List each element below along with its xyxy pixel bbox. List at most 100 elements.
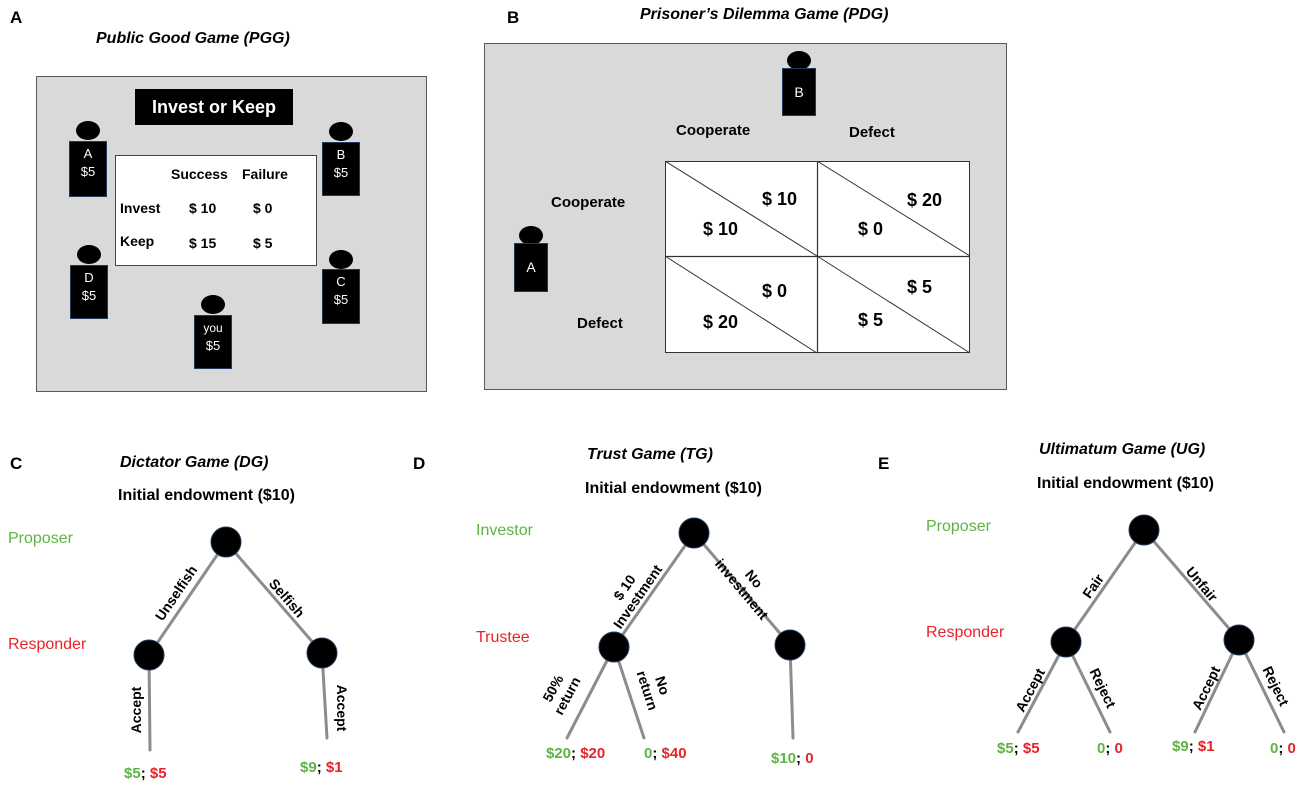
ug-payoff-4-sep: ; <box>1278 740 1288 757</box>
ug-responder-right-node <box>1223 624 1255 656</box>
player-d-figure: D $5 <box>70 265 108 319</box>
tg-payoff-1-trustee: $20 <box>580 745 606 762</box>
player-c-figure: C $5 <box>322 269 360 324</box>
cd-payoff-b: $ 20 <box>907 190 943 210</box>
ug-fair-reject-line <box>1064 640 1112 734</box>
tg-invest-line <box>612 531 696 649</box>
player-a-name: A <box>83 146 93 161</box>
tg-50-return-line <box>565 645 616 740</box>
ug-payoff-4-proposer: 0 <box>1270 740 1279 757</box>
pdg-panel: B A Cooperate Defect Cooperate Defect $ … <box>484 43 1007 390</box>
ug-payoff-2-responder: 0 <box>1114 740 1123 757</box>
ug-payoff-3-sep: ; <box>1188 738 1198 755</box>
dg-proposer-node <box>210 526 242 558</box>
ug-proposer-node <box>1128 514 1160 546</box>
tg-payoff-1-sep: ; <box>571 745 581 762</box>
invest-success-value: $ 10 <box>189 200 217 216</box>
player-you-amount: $5 <box>205 338 221 353</box>
ug-responder-label: Responder <box>926 624 1005 641</box>
player-a-pdg-name: A <box>526 259 536 275</box>
col-label-defect: Defect <box>849 124 895 141</box>
pdg-matrix <box>665 161 971 354</box>
player-you-figure: you $5 <box>194 315 232 369</box>
dg-payoff-right-proposer: $9 <box>300 759 317 776</box>
keep-success-value: $ 15 <box>189 235 217 251</box>
tg-trustee-label: Trustee <box>476 629 530 646</box>
ug-payoff-1-sep: ; <box>1013 740 1023 757</box>
ug-payoff-2: 0; 0 <box>1097 740 1123 757</box>
player-a-pdg-head <box>519 226 543 245</box>
pgg-title: Public Good Game (PGG) <box>96 30 290 47</box>
dg-accept-left-line <box>147 653 152 752</box>
player-b-pdg-figure: B <box>782 68 816 116</box>
dc-payoff-a: $ 20 <box>703 312 739 332</box>
panel-b-letter: B <box>507 8 520 27</box>
tg-investor-label: Investor <box>476 522 533 539</box>
pgg-payoff-table: Success Failure Invest $ 10 $ 0 Keep $ 1… <box>115 155 317 266</box>
dd-payoff-a: $ 5 <box>858 310 884 330</box>
row-label-cooperate: Cooperate <box>551 194 626 211</box>
ug-payoff-3: $9; $1 <box>1172 738 1215 755</box>
tg-no-return-line <box>612 645 646 740</box>
ug-title: Ultimatum Game (UG) <box>1039 441 1206 458</box>
tg-endowment: Initial endowment ($10) <box>585 480 762 497</box>
player-b-name: B <box>336 147 346 162</box>
tg-payoff-3-sep: ; <box>796 750 806 767</box>
dg-proposer-label: Proposer <box>8 530 73 547</box>
player-a-pdg-figure: A <box>514 243 548 292</box>
dd-payoff-b: $ 5 <box>907 277 933 297</box>
keep-failure-value: $ 5 <box>253 235 273 251</box>
player-a-figure: A $5 <box>69 141 107 197</box>
dg-payoff-left-sep: ; <box>140 765 150 782</box>
ug-proposer-label: Proposer <box>926 518 991 535</box>
dg-payoff-left-responder: $5 <box>149 765 167 782</box>
tg-payoff-2-trustee: $40 <box>661 745 687 762</box>
player-a-head <box>76 121 100 140</box>
ug-payoff-2-sep: ; <box>1105 740 1115 757</box>
player-you-head <box>201 295 225 314</box>
dg-branch-selfish-line <box>224 540 324 655</box>
col-success: Success <box>171 166 228 182</box>
dg-responder-label: Responder <box>8 636 87 653</box>
ug-endowment: Initial endowment ($10) <box>1037 475 1214 492</box>
ug-payoff-3-responder: $1 <box>1197 738 1215 755</box>
row-keep: Keep <box>120 233 155 249</box>
ug-payoff-1: $5; $5 <box>997 740 1040 757</box>
ug-unfair-accept-line <box>1193 638 1241 734</box>
dg-title: Dictator Game (DG) <box>120 454 269 471</box>
player-b-pdg-head <box>787 51 811 70</box>
dc-payoff-b: $ 0 <box>762 281 788 301</box>
dg-payoff-right: $9; $1 <box>300 759 343 776</box>
player-c-head <box>329 250 353 269</box>
dg-endowment: Initial endowment ($10) <box>118 487 295 504</box>
tg-trustee-node <box>598 631 630 663</box>
tg-payoff-1: $20; $20 <box>546 745 605 762</box>
tg-payoff-2-investor: 0 <box>644 745 653 762</box>
row-invest: Invest <box>120 200 161 216</box>
tg-investor-node <box>678 517 710 549</box>
col-label-cooperate: Cooperate <box>676 122 751 139</box>
player-you-name: you <box>203 321 223 335</box>
row-label-defect: Defect <box>577 315 623 332</box>
tg-title: Trust Game (TG) <box>587 446 713 463</box>
ug-unfair-line <box>1142 528 1241 642</box>
player-d-name: D <box>84 270 94 285</box>
ug-unfair-reject-line <box>1237 638 1286 734</box>
player-b-head <box>329 122 353 141</box>
cd-payoff-a: $ 0 <box>858 219 884 239</box>
tg-payoff-2: 0; $40 <box>644 745 687 762</box>
ug-payoff-4-responder: 0 <box>1287 740 1296 757</box>
invest-failure-value: $ 0 <box>253 200 273 216</box>
ug-fair-line <box>1064 528 1146 644</box>
tg-payoff-2-sep: ; <box>652 745 662 762</box>
tg-payoff-1-investor: $20 <box>546 745 572 762</box>
cc-payoff-b: $ 10 <box>762 189 798 209</box>
player-c-amount: $5 <box>333 292 349 307</box>
dg-responder-left-node <box>133 639 165 671</box>
tg-payoff-3-investor: $10 <box>771 750 797 767</box>
dg-accept-left: Accept <box>128 686 144 734</box>
ug-fair-accept-line <box>1016 640 1068 734</box>
ug-payoff-2-proposer: 0 <box>1097 740 1106 757</box>
dg-responder-right-node <box>306 637 338 669</box>
